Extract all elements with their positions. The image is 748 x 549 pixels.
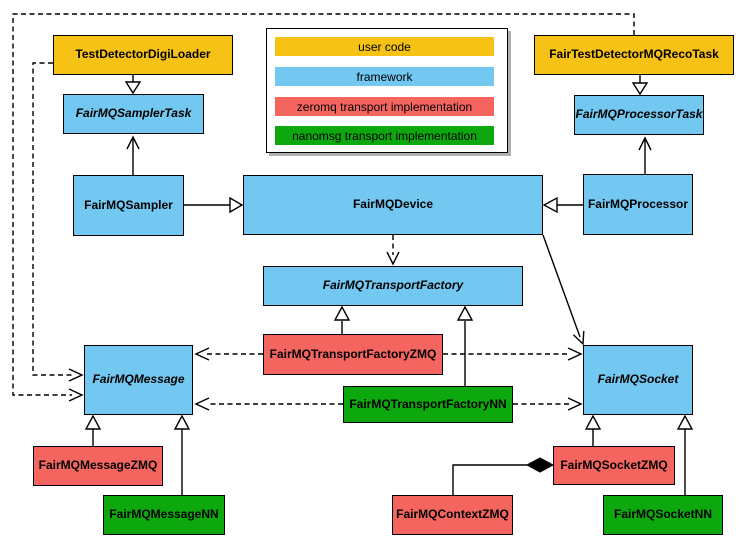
class-box-fairmqtransportfactory: FairMQTransportFactory (263, 266, 523, 306)
edge-dependency-device-to-transportfactory (386, 235, 400, 266)
class-box-fairmqmessagenn: FairMQMessageNN (103, 495, 225, 535)
class-label: FairMQProcessor (587, 196, 689, 211)
class-label: FairMQSocketZMQ (560, 457, 668, 472)
class-label: FairMQMessageNN (109, 507, 219, 522)
legend-item-zeromq: zeromq transport implementation (275, 97, 494, 116)
class-label: FairMQMessageZMQ (38, 458, 158, 473)
edge-association-sampler-to-samplertask (126, 135, 140, 175)
edge-dependency-digiloader-to-message (32, 62, 84, 382)
class-box-fairmqprocessor: FairMQProcessor (583, 174, 693, 235)
class-label: FairMQSamplerTask (75, 106, 192, 121)
class-label: FairMQProcessorTask (575, 107, 703, 122)
class-box-fairmqsamplertask: FairMQSamplerTask (63, 94, 204, 134)
edge-dependency-factoryzmq-to-message (194, 347, 263, 361)
class-box-fairmqsocketzmq: FairMQSocketZMQ (553, 446, 675, 485)
class-box-fairmqmessagezmq: FairMQMessageZMQ (33, 446, 163, 486)
edge-composition-contextzmq-to-socketzmq (452, 457, 555, 495)
legend-label-zeromq: zeromq transport implementation (296, 99, 473, 114)
legend-label-framework: framework (356, 69, 413, 84)
edge-inheritance-processor-to-device (542, 196, 583, 214)
legend-item-framework: framework (275, 67, 494, 86)
edge-association-processor-to-processortask (638, 136, 652, 174)
class-box-fairmqsocketnn: FairMQSocketNN (603, 495, 723, 535)
class-label: TestDetectorDigiLoader (75, 47, 211, 62)
class-box-fairmqsampler: FairMQSampler (73, 175, 184, 236)
edge-inheritance-digiloader-to-samplertask (124, 75, 142, 95)
class-label: FairMQSocketNN (613, 507, 713, 522)
class-label: FairTestDetectorMQRecoTask (549, 47, 719, 62)
class-box-fairmqprocessortask: FairMQProcessorTask (574, 95, 704, 135)
class-label: FairMQTransportFactory (322, 278, 464, 293)
edge-inheritance-factorynn-to-factory (456, 305, 474, 386)
edge-inheritance-messagenn-to-message (173, 414, 191, 495)
legend-item-user-code: user code (275, 37, 494, 56)
class-label: FairMQSampler (84, 197, 173, 212)
edge-dependency-recotask-to-message (12, 13, 635, 402)
edge-inheritance-messagezmq-to-message (84, 414, 102, 446)
edge-dependency-factorynn-to-socket (513, 397, 583, 411)
class-box-fairmqtransportfactoryzmq: FairMQTransportFactoryZMQ (263, 334, 443, 375)
edge-inheritance-socketnn-to-socket (676, 414, 694, 495)
class-label: FairMQTransportFactoryNN (349, 396, 507, 411)
edge-inheritance-recotask-to-processortask (631, 75, 649, 96)
edge-inheritance-socketzmq-to-socket (584, 414, 602, 446)
class-label: FairMQSocket (597, 372, 679, 387)
class-box-fairmqtransportfactorynn: FairMQTransportFactoryNN (343, 386, 513, 423)
class-box-fairmqmessage: FairMQMessage (84, 345, 193, 415)
edge-dependency-factoryzmq-to-socket (443, 347, 583, 361)
class-box-fairmqcontextzmq: FairMQContextZMQ (392, 495, 513, 535)
class-label: FairMQTransportFactoryZMQ (269, 346, 437, 361)
legend-label-nanomsg: nanomsg transport implementation (292, 128, 477, 143)
class-box-fairmqsocket: FairMQSocket (583, 345, 693, 415)
edge-association-device-to-socket (542, 234, 585, 346)
edge-inheritance-sampler-to-device (184, 196, 244, 214)
legend: user code framework zeromq transport imp… (266, 28, 508, 153)
class-label: FairMQMessage (92, 372, 185, 387)
edge-dependency-factorynn-to-message (194, 397, 343, 411)
class-label: FairMQDevice (352, 197, 434, 212)
class-label: FairMQContextZMQ (396, 507, 509, 522)
class-box-fairmqdevice: FairMQDevice (243, 175, 543, 235)
edge-inheritance-factoryzmq-to-factory (333, 305, 351, 334)
class-box-fairtestdetectormqrecotask: FairTestDetectorMQRecoTask (534, 35, 734, 75)
legend-label-user-code: user code (358, 39, 411, 54)
legend-item-nanomsg: nanomsg transport implementation (275, 126, 494, 145)
class-box-testdetectordigiloader: TestDetectorDigiLoader (53, 35, 233, 75)
